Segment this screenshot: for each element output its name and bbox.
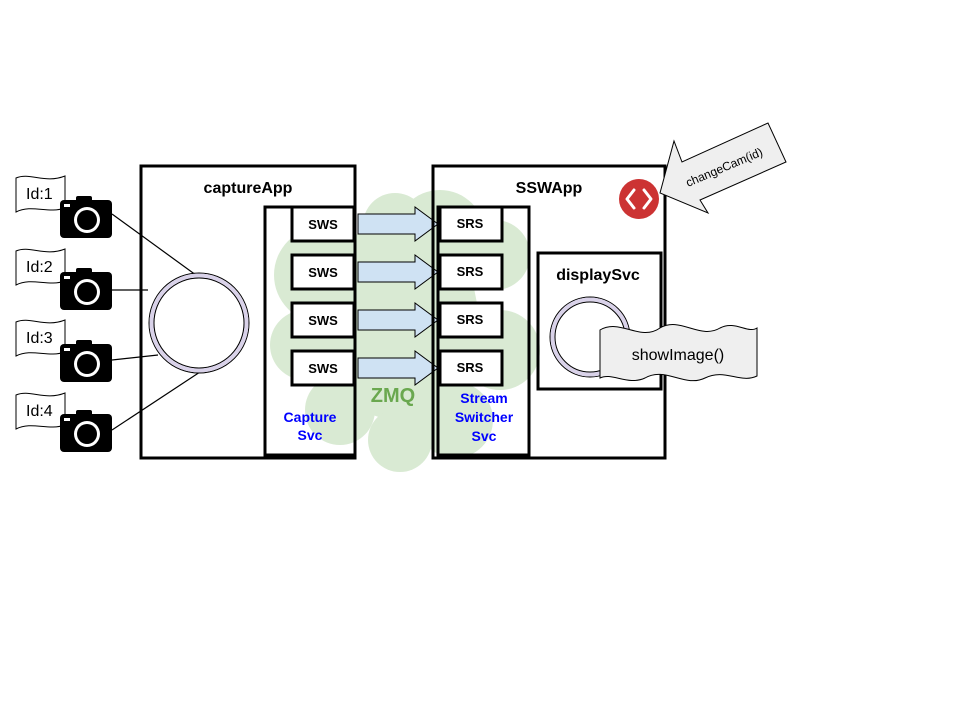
camera-links xyxy=(111,213,201,431)
change-cam-arrow: changeCam(id) xyxy=(659,122,787,215)
display-svc-title: displaySvc xyxy=(556,267,640,284)
camera-id-label: Id:4 xyxy=(26,403,53,420)
srs-box: SRS xyxy=(438,349,504,387)
show-image-callout xyxy=(599,324,758,382)
stream-switcher-label-line3: Svc xyxy=(472,428,497,444)
zmq-arrow xyxy=(357,254,439,290)
camera-id-label: Id:2 xyxy=(26,259,53,276)
camera-id-label: Id:3 xyxy=(26,330,53,347)
zmq-arrows xyxy=(357,206,439,386)
camera-icon xyxy=(60,340,112,382)
zmq-arrow xyxy=(357,302,439,338)
capture-ring-hole xyxy=(153,277,245,369)
sws-box: SWS xyxy=(290,205,356,243)
zmq-arrow xyxy=(357,350,439,386)
sws-label: SWS xyxy=(308,313,338,328)
zmq-arrow xyxy=(357,206,439,242)
srs-box: SRS xyxy=(438,253,504,291)
api-code-icon[interactable] xyxy=(619,179,659,219)
zmq-label: ZMQ xyxy=(371,385,415,407)
display-svc-box xyxy=(536,251,663,391)
camera-id-label: Id:1 xyxy=(26,186,53,203)
sws-box: SWS xyxy=(290,301,356,339)
srs-label: SRS xyxy=(457,216,484,231)
camera-icon xyxy=(60,268,112,310)
srs-label: SRS xyxy=(457,312,484,327)
camera-group: Id:2 xyxy=(15,248,112,310)
ssw-app-title: SSWApp xyxy=(516,180,583,197)
srs-label: SRS xyxy=(457,264,484,279)
camera-icon xyxy=(60,196,112,238)
stream-switcher-label-line2: Switcher xyxy=(455,409,514,425)
sws-box: SWS xyxy=(290,253,356,291)
ssw-app-box xyxy=(431,164,667,460)
capture-svc-label-line1: Capture xyxy=(284,409,337,425)
show-image-label: showImage() xyxy=(632,347,724,364)
srs-box: SRS xyxy=(438,301,504,339)
sws-label: SWS xyxy=(308,361,338,376)
camera-group: Id:1 xyxy=(15,175,112,238)
sws-box: SWS xyxy=(290,349,356,387)
camera-icon xyxy=(60,410,112,452)
sws-label: SWS xyxy=(308,265,338,280)
srs-box: SRS xyxy=(438,205,504,243)
camera-group: Id:3 xyxy=(15,319,112,382)
srs-label: SRS xyxy=(457,360,484,375)
capture-svc-label-line2: Svc xyxy=(298,427,323,443)
capture-app-title: captureApp xyxy=(204,180,293,197)
sws-label: SWS xyxy=(308,217,338,232)
camera-group: Id:4 xyxy=(15,392,112,452)
stream-switcher-label-line1: Stream xyxy=(460,390,507,406)
